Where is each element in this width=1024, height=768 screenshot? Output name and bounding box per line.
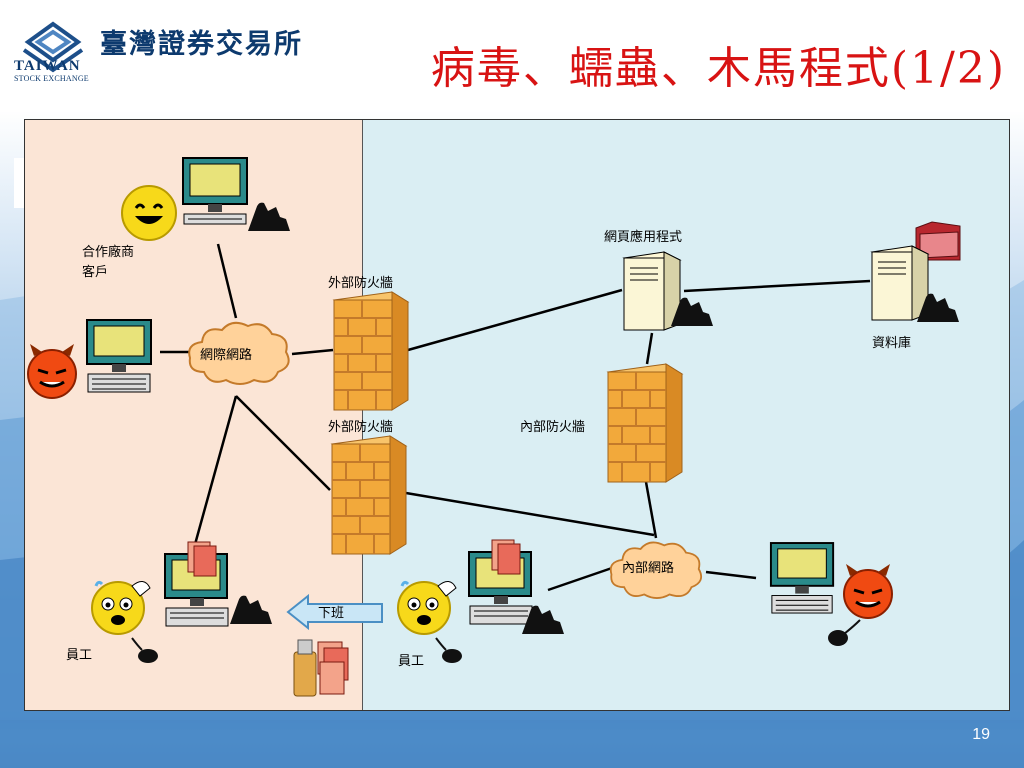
hacker-silhouette-icon <box>248 202 290 231</box>
worried-face-icon <box>91 580 151 635</box>
internal-attacker-computer-icon <box>769 542 835 614</box>
database-folder-icon <box>915 221 961 261</box>
page-title: 病毒、蠕蟲、木馬程式(1/2) <box>430 43 1006 94</box>
external-firewall-top-icon <box>332 291 410 411</box>
web-server-hacker-icon <box>671 297 713 326</box>
left-employee-hacker-icon <box>230 595 272 624</box>
intranet-label: 內部網路 <box>622 561 675 576</box>
devil-face-icon <box>27 344 77 399</box>
database-hacker-icon <box>917 293 959 322</box>
left-employee-mouse-icon <box>131 637 158 663</box>
logo-main-text: TAIWAN <box>14 58 81 74</box>
off-work-label: 下班 <box>318 606 345 621</box>
database-server-icon <box>870 245 930 321</box>
right-employee-hacker-icon <box>522 605 564 634</box>
internal-devil-face-icon <box>843 564 893 619</box>
organization-name: 臺灣證券交易所 <box>100 29 303 60</box>
logo-text: TAIWAN STOCK EXCHANGE <box>14 58 94 83</box>
left-arrow-icon <box>286 594 383 630</box>
ext-firewall-bottom-label: 外部防火牆 <box>328 420 394 435</box>
side-tab <box>14 158 26 208</box>
right-employee-mouse-icon <box>435 637 462 663</box>
right-worried-face-icon <box>397 580 457 635</box>
customer-label: 客戶 <box>82 265 109 280</box>
partner-computer-icon <box>182 157 248 225</box>
right-employee-computer-icon <box>468 539 533 625</box>
partner-label: 合作廠商 <box>82 245 135 260</box>
internal-firewall-icon <box>606 363 684 483</box>
page-number: 19 <box>972 726 990 743</box>
database-label: 資料庫 <box>872 336 912 351</box>
external-firewall-bottom-icon <box>330 435 408 555</box>
web-app-label: 網頁應用程式 <box>604 230 683 245</box>
internet-label: 網際網路 <box>200 348 253 363</box>
header: TAIWAN STOCK EXCHANGE 臺灣證券交易所 病毒、蠕蟲、木馬程式… <box>0 0 1024 112</box>
exchange-logo-icon <box>22 21 84 73</box>
attacker-computer-icon <box>86 319 152 393</box>
usb-drive-icon <box>293 639 349 697</box>
right-employee-label: 員工 <box>398 654 425 669</box>
intranet-cloud-icon <box>609 541 703 599</box>
int-firewall-label: 內部防火牆 <box>520 420 586 435</box>
off-work-arrow[interactable]: 下班 <box>286 594 384 630</box>
internet-cloud-icon <box>188 321 290 385</box>
web-server-icon <box>622 251 682 331</box>
internal-mouse-icon <box>828 619 861 646</box>
ext-firewall-top-label: 外部防火牆 <box>328 276 394 291</box>
left-employee-computer-icon <box>164 541 229 627</box>
happy-face-icon <box>121 185 177 241</box>
logo-sub-text: STOCK EXCHANGE <box>14 74 89 83</box>
left-employee-label: 員工 <box>66 648 93 663</box>
